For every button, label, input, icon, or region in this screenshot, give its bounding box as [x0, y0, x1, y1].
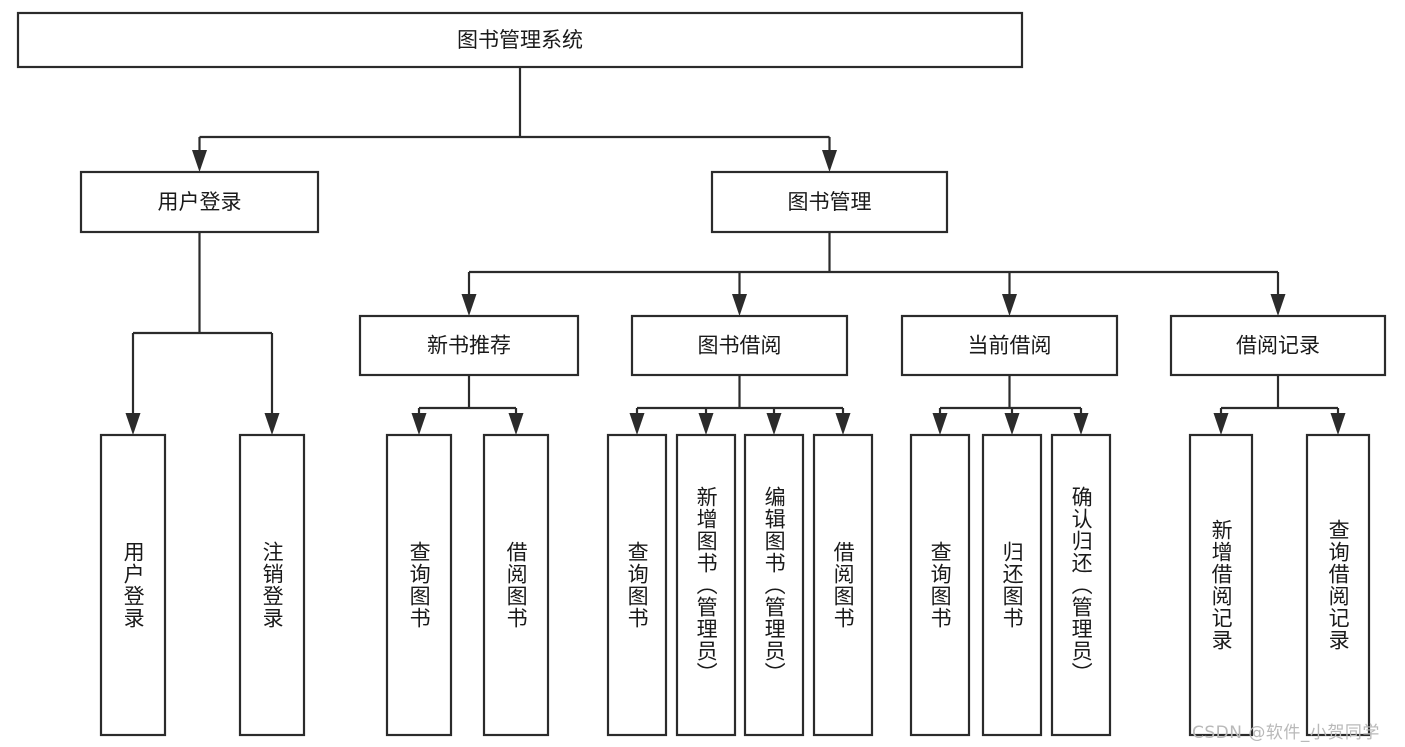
level2-node-book-borrow-box [630, 314, 849, 377]
arrow-head-icon [1073, 413, 1089, 435]
connector-group-current-to-leaves [932, 375, 1089, 435]
leaf-node-leaf-query-book-1-box [385, 433, 453, 737]
arrow-head-icon [1270, 294, 1286, 316]
arrow-head-icon [932, 413, 948, 435]
arrow-head-icon [835, 413, 851, 435]
connector-group-recommend-to-leaves [411, 375, 524, 435]
watermark-text: CSDN @软件_小贺同学 [1192, 723, 1380, 743]
arrow-head-icon [766, 413, 782, 435]
connector-group-record-to-leaves [1213, 375, 1346, 435]
arrow-head-icon [1213, 413, 1229, 435]
level1-node-book-manage-box [710, 170, 949, 234]
leaf-node-leaf-borrow-book-1-box [482, 433, 550, 737]
arrow-head-icon [698, 413, 714, 435]
arrow-head-icon [1330, 413, 1346, 435]
leaf-node-leaf-add-borrow-record-box [1188, 433, 1254, 737]
arrow-head-icon [629, 413, 645, 435]
leaf-node-leaf-confirm-return-box [1050, 433, 1112, 737]
arrow-head-icon [1004, 413, 1020, 435]
leaf-node-leaf-add-book-box [675, 433, 737, 737]
arrow-head-icon [508, 413, 524, 435]
leaf-node-leaf-query-borrow-record-box [1305, 433, 1371, 737]
level2-node-borrow-record-label: 借阅记录 [1236, 334, 1320, 358]
arrow-head-icon [264, 413, 280, 435]
connector-group-book-manage-to-level2 [461, 232, 1286, 316]
root-node-box [16, 11, 1024, 69]
level2-node-new-book-recommend-label: 新书推荐 [427, 334, 511, 358]
node-boxes-layer [16, 11, 1387, 737]
leaf-node-leaf-borrow-book-2-box [812, 433, 874, 737]
arrow-head-icon [192, 150, 207, 172]
root-node-label: 图书管理系统 [457, 28, 583, 52]
arrow-head-icon [822, 150, 837, 172]
level1-node-book-manage-label: 图书管理 [788, 190, 872, 214]
connectors-layer [125, 67, 1346, 435]
leaf-node-leaf-return-book-box [981, 433, 1043, 737]
connector-group-root-to-level1 [192, 67, 837, 172]
level1-node-user-login-label: 用户登录 [158, 190, 242, 214]
level2-node-new-book-recommend-box [358, 314, 580, 377]
connector-group-borrow-to-leaves [629, 375, 851, 435]
level2-node-book-borrow-label: 图书借阅 [698, 334, 782, 358]
level2-node-current-borrow-box [900, 314, 1119, 377]
arrow-head-icon [125, 413, 141, 435]
level2-node-current-borrow-label: 当前借阅 [968, 334, 1052, 358]
leaf-node-leaf-query-book-3-box [909, 433, 971, 737]
arrow-head-icon [732, 294, 747, 316]
arrow-head-icon [461, 294, 477, 316]
leaf-node-leaf-user-login-box [99, 433, 167, 737]
leaf-node-leaf-query-book-2-box [606, 433, 668, 737]
leaf-node-leaf-edit-book-box [743, 433, 805, 737]
leaf-node-leaf-user-logout-box [238, 433, 306, 737]
level2-node-borrow-record-box [1169, 314, 1387, 377]
arrow-head-icon [411, 413, 427, 435]
arrow-head-icon [1002, 294, 1017, 316]
level1-node-user-login-box [79, 170, 320, 234]
connector-group-user-login-to-leaves [125, 232, 280, 435]
